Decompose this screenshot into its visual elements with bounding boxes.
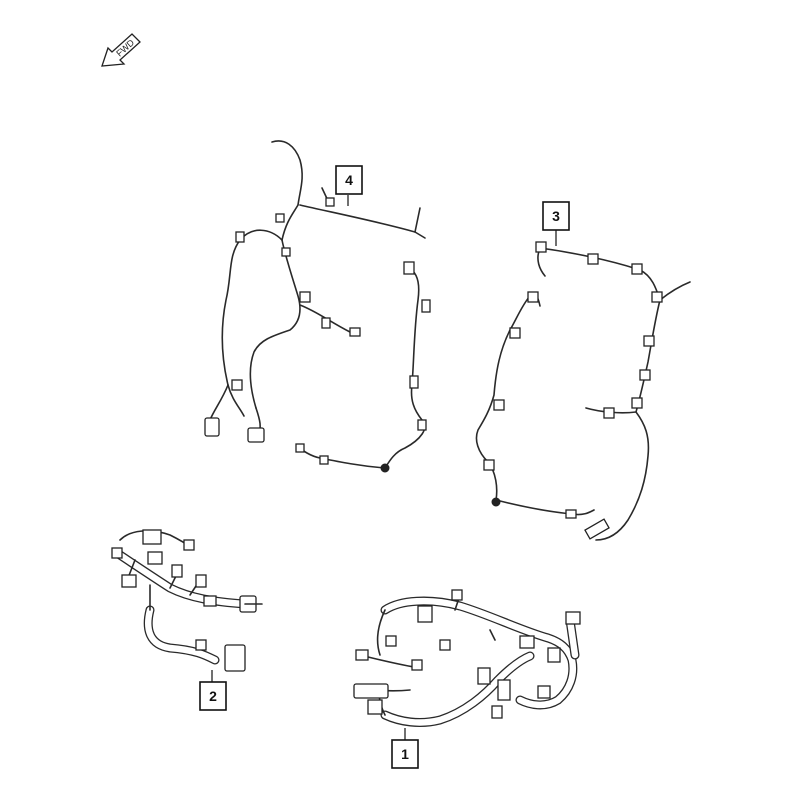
connector xyxy=(183,539,195,551)
connector xyxy=(421,299,431,313)
connector xyxy=(584,518,610,540)
connector xyxy=(651,291,663,303)
connector xyxy=(224,644,246,672)
callout-label: 4 xyxy=(345,172,353,188)
grommet xyxy=(491,497,501,507)
harness-3 xyxy=(475,241,691,541)
connector xyxy=(281,247,291,257)
connector xyxy=(235,231,245,243)
connector xyxy=(147,551,163,565)
connector xyxy=(451,589,463,601)
connector xyxy=(299,291,311,303)
connector xyxy=(417,605,433,623)
connector xyxy=(409,375,419,389)
connector xyxy=(247,427,265,443)
forward-arrow-icon xyxy=(101,33,141,67)
connector xyxy=(587,253,599,265)
connector xyxy=(527,291,539,303)
connector xyxy=(417,419,427,431)
callout-4: 4 xyxy=(335,165,363,206)
connector xyxy=(537,685,551,699)
connector xyxy=(565,611,581,625)
connector xyxy=(411,659,423,671)
fwd-direction-indicator: FWD xyxy=(101,33,141,67)
connector xyxy=(195,639,207,651)
connector xyxy=(385,635,397,647)
harness-1 xyxy=(353,589,581,727)
connector xyxy=(519,635,535,649)
connector xyxy=(497,679,511,701)
callout-2: 2 xyxy=(199,670,227,711)
connector xyxy=(403,261,415,275)
harness-2 xyxy=(111,529,263,672)
connector xyxy=(195,574,207,588)
connector xyxy=(353,683,389,699)
connector xyxy=(349,327,361,337)
connector xyxy=(535,241,547,253)
connector xyxy=(491,705,503,719)
connector xyxy=(483,459,495,471)
connector xyxy=(295,443,305,453)
connector xyxy=(325,197,335,207)
connector xyxy=(493,399,505,411)
connector xyxy=(275,213,285,223)
connector xyxy=(477,667,491,685)
harness-4 xyxy=(204,140,431,473)
connector xyxy=(509,327,521,339)
connector xyxy=(547,647,561,663)
connector xyxy=(639,369,651,381)
connector xyxy=(631,397,643,409)
connector xyxy=(171,564,183,578)
connector xyxy=(631,263,643,275)
callout-1: 1 xyxy=(391,728,419,769)
connector xyxy=(121,574,137,588)
connector xyxy=(355,649,369,661)
connector xyxy=(439,639,451,651)
callout-3: 3 xyxy=(542,201,570,246)
connector xyxy=(204,417,220,437)
connector xyxy=(231,379,243,391)
callout-label: 1 xyxy=(401,746,409,762)
connector xyxy=(319,455,329,465)
grommet xyxy=(380,463,390,473)
connector xyxy=(643,335,655,347)
callout-label: 2 xyxy=(209,688,217,704)
connector xyxy=(603,407,615,419)
callout-label: 3 xyxy=(552,208,560,224)
connector xyxy=(367,699,383,715)
connector xyxy=(565,509,577,519)
connector xyxy=(111,547,123,559)
connector xyxy=(321,317,331,329)
connector xyxy=(142,529,162,545)
connector xyxy=(203,595,217,607)
